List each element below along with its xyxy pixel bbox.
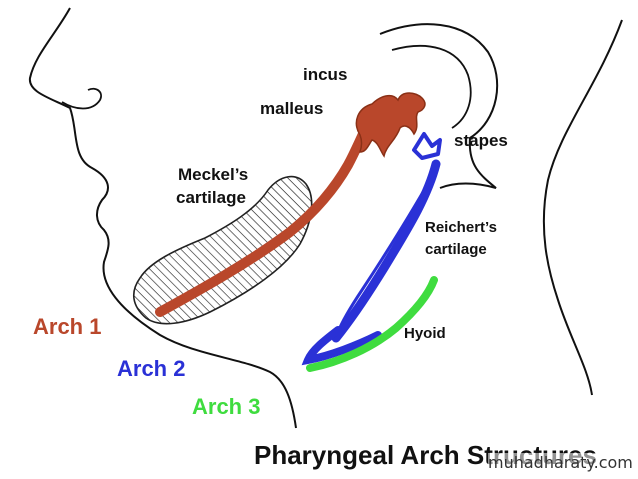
stapes-shape xyxy=(412,132,442,160)
hyoid-lesser-horn xyxy=(301,326,382,366)
face-profile-outline xyxy=(28,7,297,429)
label-stapes: stapes xyxy=(454,131,508,150)
label-meckels-line2: cartilage xyxy=(176,188,246,207)
ear-outer-curve xyxy=(379,23,499,189)
label-incus: incus xyxy=(303,65,348,84)
label-hyoid: Hyoid xyxy=(404,325,446,342)
reicherts-cartilage-rod xyxy=(331,159,441,343)
watermark-text: muhadharaty.com xyxy=(488,453,633,472)
legend-arch-3: Arch 3 xyxy=(192,394,261,419)
nostril-outline xyxy=(61,87,102,110)
label-reicherts-line1: Reichert’s xyxy=(425,219,497,236)
meckels-cartilage-rod-thin xyxy=(298,148,358,224)
neck-back-outline xyxy=(542,19,623,396)
malleus-incus-shape xyxy=(355,92,426,158)
label-meckels-line1: Meckel’s xyxy=(178,165,249,184)
reicherts-cartilage-thin xyxy=(336,178,432,334)
legend-arch-1: Arch 1 xyxy=(33,314,102,339)
label-reicherts-line2: cartilage xyxy=(425,241,487,258)
legend-arch-2: Arch 2 xyxy=(117,356,186,381)
hyoid-greater-horn xyxy=(306,276,438,372)
label-malleus: malleus xyxy=(260,99,324,118)
ear-inner-curve xyxy=(391,44,472,129)
